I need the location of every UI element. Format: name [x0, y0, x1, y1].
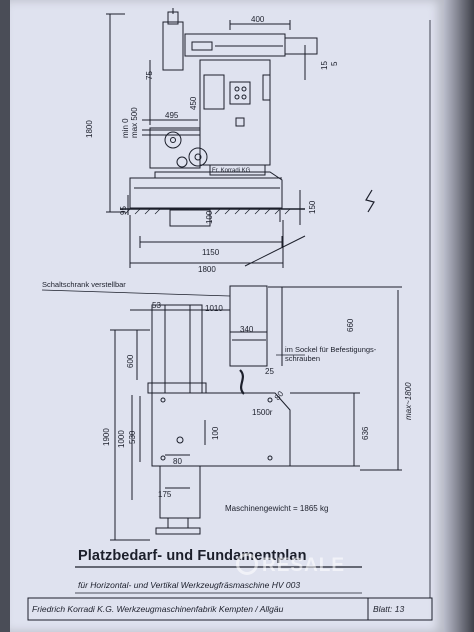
- base-plan: [151, 392, 291, 467]
- control-cabinet: [229, 285, 268, 367]
- dim-1800-vertical: 1800: [85, 120, 94, 138]
- title-block: [27, 597, 433, 621]
- vertical-head: [162, 21, 184, 71]
- dim-450: 450: [189, 96, 198, 110]
- dim-1900: 1900: [102, 428, 111, 446]
- machine-base: [129, 171, 283, 209]
- dim-25: 25: [265, 367, 274, 376]
- company-footer: Friedrich Korradi K.G. Werkzeugmaschinen…: [32, 604, 284, 614]
- name-plate-label: Fr. Korradi KG: [212, 168, 251, 174]
- dim-1000: 1000: [117, 430, 126, 448]
- schaltschrank-label: Schaltschrank verstellbar: [42, 280, 126, 289]
- dim-600: 600: [126, 354, 135, 368]
- dim-530: 530: [128, 430, 137, 444]
- dim-5: 5: [330, 61, 339, 66]
- machine-weight: Maschinengewicht = 1865 kg: [225, 504, 329, 513]
- dim-1800-horizontal: 1800: [198, 265, 216, 274]
- drawing-subtitle: für Horizontal- und Vertikal Werkzeugfrä…: [78, 580, 301, 590]
- dim-95: 95: [119, 206, 128, 215]
- resale-logo-icon: [236, 553, 258, 575]
- foundation-pit: [169, 209, 211, 227]
- dim-495: 495: [165, 111, 179, 120]
- dim-100-plan: 100: [211, 426, 220, 440]
- dim-max-1800: max~1800: [404, 382, 413, 420]
- dim-80: 80: [173, 457, 182, 466]
- dim-400: 400: [251, 15, 265, 24]
- dim-1010: 1010: [205, 304, 223, 313]
- overarm: [184, 33, 286, 57]
- dim-340: 340: [240, 325, 254, 334]
- dim-1150: 1150: [202, 248, 220, 257]
- sheet-number: Blatt: 13: [373, 604, 405, 614]
- dim-636: 636: [361, 426, 370, 440]
- dim-75: 75: [145, 71, 154, 80]
- dim-150: 150: [308, 200, 317, 214]
- dim-min-max: min 0 max 500: [121, 107, 139, 138]
- dim-1500r: 1500r: [252, 408, 273, 417]
- dim-175: 175: [158, 490, 172, 499]
- page-edge: [444, 0, 474, 632]
- dim-53: 53: [152, 301, 161, 310]
- cable-conduit: [239, 369, 245, 395]
- resale-watermark: RESALE: [262, 555, 346, 576]
- dim-15: 15: [320, 61, 329, 70]
- sockel-note: im Sockel für Befestigungs- schrauben: [285, 345, 377, 363]
- column: [199, 59, 271, 166]
- drawing-sheet: [10, 0, 444, 632]
- name-plate: [209, 164, 266, 176]
- dim-100: 100: [205, 210, 214, 224]
- dim-660: 660: [346, 318, 355, 332]
